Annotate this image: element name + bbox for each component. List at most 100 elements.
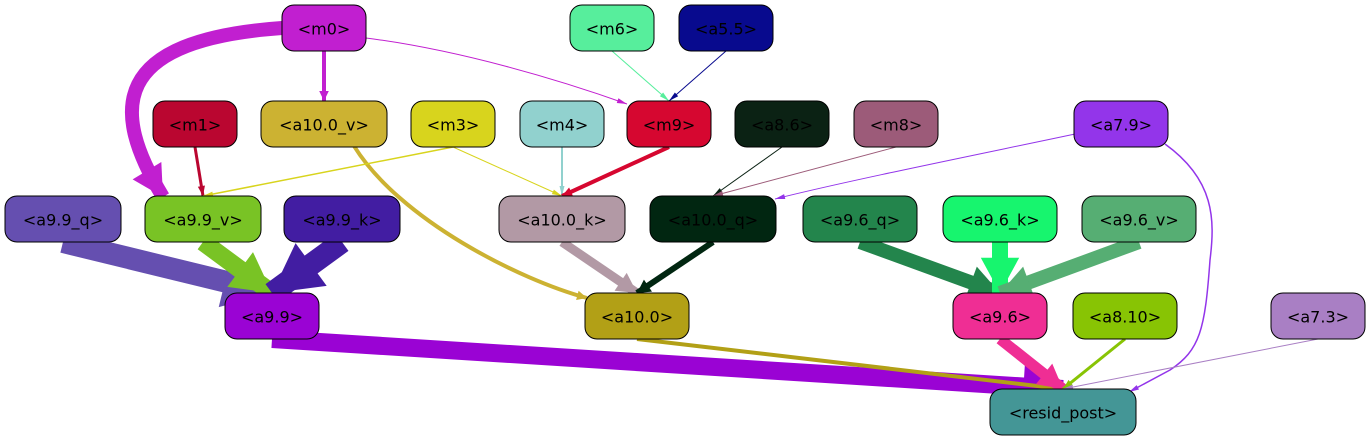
node-a7-3[interactable]: <a7.3> [1270,292,1366,340]
node-box [144,195,262,243]
node-box [678,4,774,52]
node-a5-5[interactable]: <a5.5> [678,4,774,52]
node-box [649,195,777,243]
node-label: <a10.0> [601,308,673,327]
node-label: <m3> [427,116,480,135]
node-label: <m6> [586,20,639,39]
node-a10-0-v[interactable]: <a10.0_v> [260,100,388,148]
edge-a10-0-v-to-a10-0 [352,144,588,301]
node-label: <a9.9> [241,308,303,327]
nodes-layer: <m0> <m6> <a5.5> <m1> <a10.0_v> <m3> <m4> <m9> <… [4,4,1366,436]
node-a9-6[interactable]: <a9.6> [952,292,1048,340]
edge-arrowhead [132,161,163,197]
node-box [989,388,1137,436]
node-box [224,292,320,340]
node-a9-6-k[interactable]: <a9.6_k> [942,195,1058,243]
edge-arrowhead [203,191,214,197]
edge-arrowhead [559,186,565,196]
node-a9-9-q[interactable]: <a9.9_q> [4,195,122,243]
edge-a5-5-to-m9 [668,50,727,102]
edge-line [561,145,670,198]
node-resid-post[interactable]: <resid_post> [989,388,1137,436]
edge-line [202,146,454,197]
node-m4[interactable]: <m4> [519,100,605,148]
node-a9-9-k[interactable]: <a9.9_k> [283,195,401,243]
node-a8-10[interactable]: <a8.10> [1072,292,1178,340]
edges-layer [60,21,1319,409]
edge-a8-6-to-a10-0-q [712,146,783,197]
node-box [802,195,918,243]
node-a8-6[interactable]: <a8.6> [734,100,830,148]
node-box [952,292,1048,340]
node-label: <a9.6_k> [960,211,1039,231]
edge-line [668,50,727,102]
node-box [281,4,367,52]
edge-m3-to-a10-0-k [452,146,563,197]
node-label: <a9.6> [969,308,1031,327]
edge-line [636,337,1064,391]
node-box [152,100,238,148]
node-a9-9[interactable]: <a9.9> [224,292,320,340]
node-m6[interactable]: <m6> [569,4,655,52]
edge-arrowhead [576,290,587,301]
edge-a9-9-v-to-a9-9 [197,234,278,301]
edge-arrowhead [713,190,724,196]
edge-arrowhead [775,194,786,199]
node-label: <resid_post> [1009,404,1117,424]
edge-a9-6-q-to-a9-6 [857,235,1003,300]
node-label: <a7.3> [1287,308,1349,327]
edge-line [365,37,628,105]
node-a10-0-q[interactable]: <a10.0_q> [649,195,777,243]
edge-arrowhead [227,252,272,293]
edge-line [1062,337,1126,391]
node-label: <m0> [298,20,351,39]
node-a9-6-q[interactable]: <a9.6_q> [802,195,918,243]
edge-line [774,133,1076,200]
node-label: <m9> [643,116,696,135]
edge-arrowhead [1035,363,1063,389]
edge-a7-9-to-a10-0-q [774,133,1076,200]
node-label: <a9.6_v> [1099,211,1179,231]
node-box [1073,100,1169,148]
node-box [942,195,1058,243]
edge-line [271,330,1064,398]
edge-line [635,239,715,296]
node-label: <a8.6> [751,116,813,135]
node-m1[interactable]: <m1> [152,100,238,148]
edge-line [1062,338,1319,390]
edge-a9-9-k-to-a9-9 [265,233,349,302]
edge-line [1128,143,1213,393]
node-label: <a10.0_q> [668,211,758,231]
node-label: <m8> [870,116,923,135]
node-label: <a9.9_v> [163,211,243,231]
node-a9-9-v[interactable]: <a9.9_v> [144,195,262,243]
edge-m8-to-a10-0-q [712,146,897,197]
node-box [283,195,401,243]
edge-m4-to-a10-0-k [559,147,565,196]
node-m9[interactable]: <m9> [626,100,712,148]
edge-m3-to-a9-9-v [202,146,454,197]
edge-m0-to-a10-0-v [319,51,329,101]
edge-m0-to-m9 [365,37,628,105]
node-a9-6-v[interactable]: <a9.6_v> [1081,195,1197,243]
node-box [853,100,939,148]
node-box [1072,292,1178,340]
node-box [260,100,388,148]
edge-arrowhead [1063,379,1074,389]
node-m3[interactable]: <m3> [410,100,496,148]
node-a7-9[interactable]: <a7.9> [1073,100,1169,148]
node-box [1270,292,1366,340]
edge-arrowhead [659,92,669,101]
node-m0[interactable]: <m0> [281,4,367,52]
node-label: <a10.0_v> [279,116,369,136]
node-box [626,100,712,148]
edge-line [452,146,563,197]
node-a10-0-k[interactable]: <a10.0_k> [498,195,626,243]
node-a10-0[interactable]: <a10.0> [584,292,690,340]
edge-a10-0-k-to-a10-0 [559,238,640,297]
node-label: <m4> [536,116,589,135]
edge-arrowhead [272,243,327,293]
node-box [498,195,626,243]
edge-a9-6-v-to-a9-6 [997,235,1142,300]
node-m8[interactable]: <m8> [853,100,939,148]
